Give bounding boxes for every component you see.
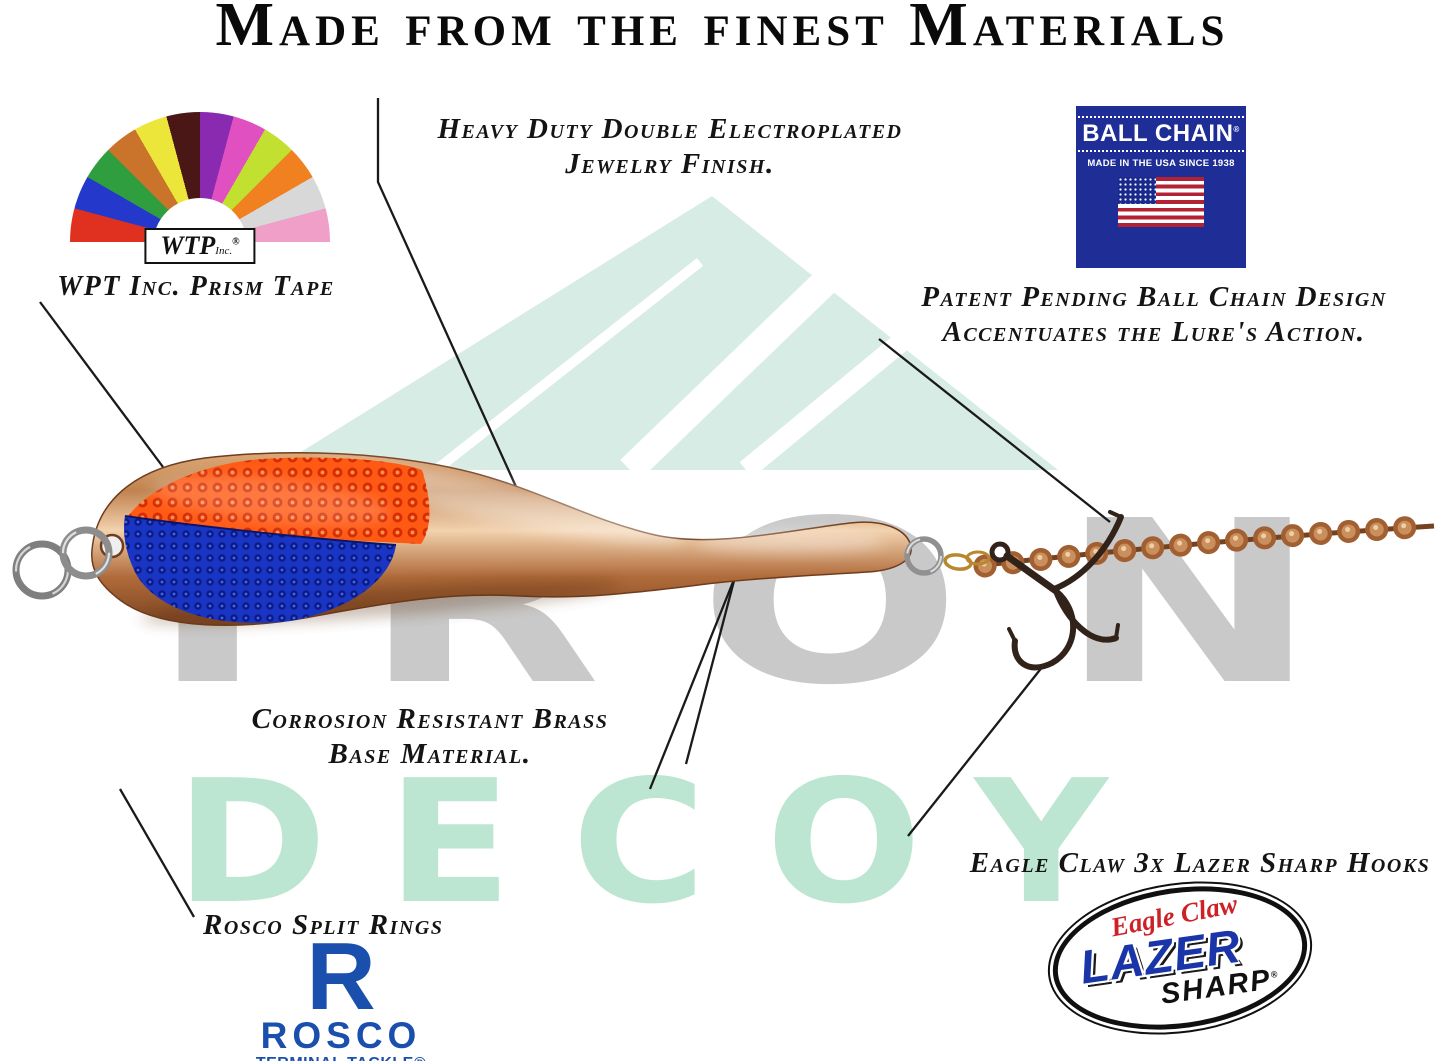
callout-line-brass-a <box>648 576 737 790</box>
callout-line-finish <box>376 98 529 512</box>
caption-prism-tape: WPT Inc. Prism Tape <box>57 271 335 302</box>
us-flag-icon <box>1118 177 1204 227</box>
wtp-ribbon-banner: WTPInc.® <box>144 228 256 264</box>
caption-patent: Patent Pending Ball Chain Design Accentu… <box>898 280 1410 350</box>
callout-line-ball-chain <box>878 338 1111 523</box>
callout-line-split-rings <box>119 788 195 918</box>
callout-line-prism-tape <box>39 301 164 468</box>
rosco-r-mark: R <box>306 923 376 1030</box>
rosco-subtitle: TERMINAL TACKLE® <box>236 1054 446 1061</box>
ball-chain-reg: ® <box>1233 125 1240 134</box>
caption-finish: Heavy Duty Double Electroplated Jewelry … <box>400 112 940 182</box>
split-rings <box>12 526 944 600</box>
ball-chain-title: BALL CHAIN® <box>1074 116 1248 152</box>
ball-chain <box>943 514 1444 578</box>
wtp-name: WTP <box>160 231 216 260</box>
caption-line: Heavy Duty Double Electroplated <box>437 113 903 145</box>
prism-tape-blue <box>124 516 397 623</box>
page-title: Made from the finest Materials <box>215 0 1230 59</box>
eagle-claw-reg: ® <box>1270 968 1281 980</box>
brass-link <box>965 550 991 566</box>
caption-split-rings: Rosco Split Rings <box>203 909 444 941</box>
treble-hook-icon <box>989 510 1124 671</box>
caption-line: Patent Pending Ball Chain Design <box>921 281 1387 313</box>
caption-brass: Corrosion Resistant Brass Base Material. <box>225 702 635 772</box>
caption-line: Accentuates the Lure's Action. <box>942 315 1366 348</box>
caption-line: Corrosion Resistant Brass <box>251 703 609 735</box>
rosco-wordmark: ROSCO <box>260 1014 422 1056</box>
mountain-shape <box>272 196 1058 481</box>
ball-chain-wordmark: BALL CHAIN <box>1082 120 1234 147</box>
us-flag-canton <box>1118 177 1156 204</box>
wtp-reg: ® <box>232 236 240 248</box>
caption-line: Jewelry Finish. <box>565 147 775 180</box>
ball-chain-subtitle: MADE IN THE USA SINCE 1938 <box>1087 158 1235 169</box>
spoon-blade <box>91 451 912 627</box>
callout-lines <box>39 98 1111 918</box>
ball-chain-logo: BALL CHAIN® MADE IN THE USA SINCE 1938 <box>1074 106 1248 268</box>
caption-line: Base Material. <box>328 737 532 770</box>
rosco-logo: R ROSCO TERMINAL TACKLE® <box>236 923 446 1061</box>
callout-line-brass-b <box>684 576 737 765</box>
hook-eye <box>989 541 1011 563</box>
wtp-inc: Inc. <box>215 245 233 257</box>
wtp-prism-tape-logo: WTPInc.® <box>66 112 334 282</box>
callout-line-hooks <box>907 665 1044 837</box>
caption-hooks: Eagle Claw 3x Lazer Sharp Hooks <box>969 847 1431 879</box>
